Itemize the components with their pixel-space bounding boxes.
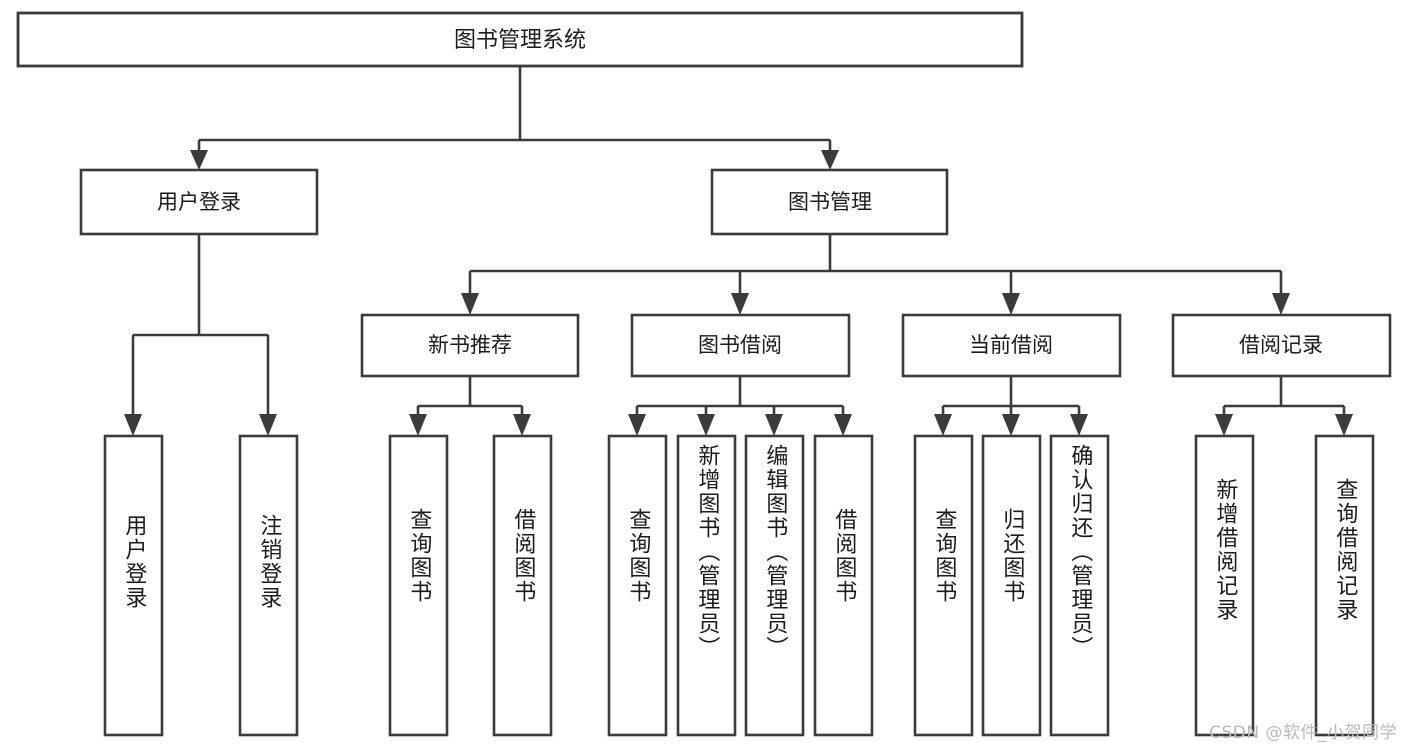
leaf-label-query-book-3-text: 查询图书 <box>931 508 957 604</box>
node-layer: 图书管理系统 用户登录 图书管理 新书推荐 图书借阅 <box>16 11 1392 737</box>
node-book-manage[interactable]: 图书管理 <box>710 168 949 236</box>
arrow-head-leaf-query-book-3 <box>934 414 952 436</box>
node-user-login[interactable]: 用户登录 <box>79 168 319 236</box>
node-borrow-record[interactable]: 借阅记录 <box>1171 313 1392 378</box>
arrow-head-book-borrow <box>731 293 749 315</box>
leaf-label-add-record: 新增借阅记录 <box>1196 436 1253 735</box>
arrow-head-leaf-logout <box>259 414 277 436</box>
leaf-box-query-book-2[interactable] <box>607 434 668 737</box>
leaf-label-add-record-text: 新增借阅记录 <box>1212 478 1238 622</box>
leaf-label-query-book-2: 查询图书 <box>609 436 666 735</box>
leaf-box-borrow-book-2[interactable] <box>813 434 874 737</box>
arrow-head-leaf-edit-book <box>765 414 783 436</box>
node-borrow-record-box[interactable] <box>1171 313 1392 378</box>
leaf-box-add-book[interactable] <box>676 434 737 737</box>
leaf-label-query-book-1-text: 查询图书 <box>406 508 432 604</box>
leaf-box-return-book[interactable] <box>981 434 1042 737</box>
leaf-label-query-book-1: 查询图书 <box>390 436 447 735</box>
arrow-head-user-login <box>190 150 208 170</box>
leaf-label-query-record-text: 查询借阅记录 <box>1332 478 1358 622</box>
leaf-box-confirm-return[interactable] <box>1049 434 1110 737</box>
node-book-borrow-label: 图书借阅 <box>698 333 782 357</box>
node-new-book-recommend[interactable]: 新书推荐 <box>360 313 580 378</box>
leaf-label-borrow-book-2-text: 借阅图书 <box>831 508 857 604</box>
leaf-box-query-book-3[interactable] <box>913 434 974 737</box>
leaf-label-user-login-text: 用户登录 <box>121 514 147 610</box>
leaf-box-query-book-1[interactable] <box>388 434 449 737</box>
node-book-borrow[interactable]: 图书借阅 <box>630 313 851 378</box>
arrow-head-leaf-borrow-book-1 <box>513 414 531 436</box>
node-book-manage-box[interactable] <box>710 168 949 236</box>
arrow-head-leaf-user-login <box>124 414 142 436</box>
arrow-head-book-manage <box>821 150 839 170</box>
node-user-login-label: 用户登录 <box>157 190 241 214</box>
leaf-box-query-record[interactable] <box>1314 434 1375 737</box>
leaf-label-borrow-book-1-text: 借阅图书 <box>510 508 536 604</box>
leaf-label-logout: 注销登录 <box>240 436 297 735</box>
node-root-box[interactable] <box>16 11 1024 68</box>
leaf-label-user-login: 用户登录 <box>105 436 162 735</box>
leaf-label-borrow-book-1: 借阅图书 <box>494 436 551 735</box>
node-user-login-box[interactable] <box>79 168 319 236</box>
arrow-head-leaf-confirm-return <box>1070 414 1088 436</box>
node-current-borrow-box[interactable] <box>901 313 1122 378</box>
arrow-head-current-borrow <box>1002 293 1020 315</box>
leaf-box-edit-book[interactable] <box>744 434 805 737</box>
leaf-label-query-book-3: 查询图书 <box>915 436 972 735</box>
arrow-head-leaf-query-book-1 <box>409 414 427 436</box>
node-current-borrow[interactable]: 当前借阅 <box>901 313 1122 378</box>
node-book-manage-label: 图书管理 <box>788 190 872 214</box>
arrow-head-leaf-borrow-book-2 <box>834 414 852 436</box>
node-borrow-record-label: 借阅记录 <box>1239 333 1323 357</box>
leaf-label-confirm-return-text: 确认归还（管理员） <box>1067 444 1093 660</box>
node-new-book-recommend-label: 新书推荐 <box>428 333 512 357</box>
node-book-borrow-box[interactable] <box>630 313 851 378</box>
node-root[interactable]: 图书管理系统 <box>16 11 1024 68</box>
leaf-box-borrow-book-1[interactable] <box>492 434 553 737</box>
arrow-head-leaf-query-book-2 <box>628 414 646 436</box>
leaf-label-return-book-text: 归还图书 <box>999 508 1025 604</box>
leaf-label-edit-book: 编辑图书（管理员） <box>746 436 803 735</box>
node-root-label: 图书管理系统 <box>454 28 586 53</box>
edge-layer <box>124 66 1353 436</box>
arrow-head-leaf-add-record <box>1215 414 1233 436</box>
leaf-label-borrow-book-2: 借阅图书 <box>815 436 872 735</box>
leaf-label-return-book: 归还图书 <box>983 436 1040 735</box>
leaf-label-query-book-2-text: 查询图书 <box>625 508 651 604</box>
arrow-head-new-book-recommend <box>461 293 479 315</box>
arrow-head-leaf-query-record <box>1335 414 1353 436</box>
csdn-watermark: CSDN @软件_小贺同学 <box>1209 723 1397 743</box>
node-current-borrow-label: 当前借阅 <box>969 333 1053 357</box>
leaf-label-confirm-return: 确认归还（管理员） <box>1051 436 1108 735</box>
leaf-label-add-book-text: 新增图书（管理员） <box>694 444 720 660</box>
leaf-label-add-book: 新增图书（管理员） <box>678 436 735 735</box>
leaf-box-user-login[interactable] <box>103 434 164 737</box>
leaf-box-add-record[interactable] <box>1194 434 1255 737</box>
arrow-head-leaf-add-book <box>697 414 715 436</box>
leaf-box-logout[interactable] <box>238 434 299 737</box>
arrow-head-leaf-return-book <box>1002 414 1020 436</box>
leaf-label-logout-text: 注销登录 <box>256 514 282 610</box>
node-new-book-recommend-box[interactable] <box>360 313 580 378</box>
leaf-label-edit-book-text: 编辑图书（管理员） <box>762 444 788 660</box>
leaf-label-query-record: 查询借阅记录 <box>1316 436 1373 735</box>
arrow-head-borrow-record <box>1272 293 1290 315</box>
